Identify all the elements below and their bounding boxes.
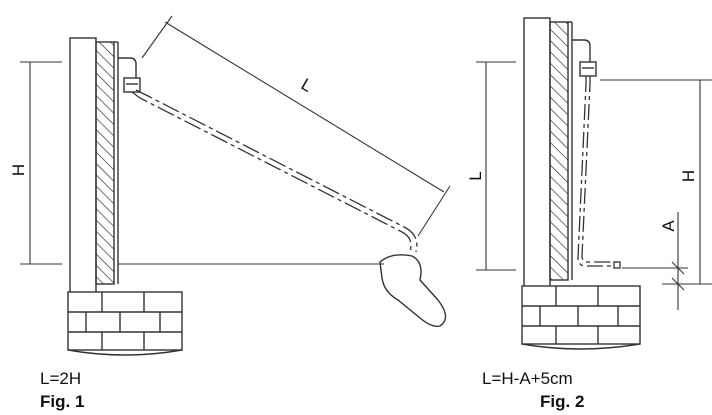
- fig2-caption: Fig. 2: [540, 392, 585, 411]
- fig2-valve: [572, 39, 597, 77]
- fig1-wall: [69, 37, 119, 297]
- fig1-valve: [118, 57, 141, 93]
- fig1-dimension-l: [141, 15, 451, 237]
- fig2-dimension-h: [600, 79, 712, 285]
- fig1-brick-base: [67, 291, 183, 356]
- fig1-formula: L=2H: [40, 369, 82, 388]
- fig2-a-label: A: [659, 220, 678, 232]
- figure-2: L H A: [466, 17, 712, 350]
- fig1-caption: Fig. 1: [40, 392, 85, 411]
- fig1-l-label: L: [298, 75, 316, 96]
- fig1-tank: [379, 254, 447, 328]
- fig2-brick-base: [521, 285, 641, 350]
- fig2-h-label: H: [679, 170, 698, 182]
- fig2-dimension-a: [622, 212, 688, 310]
- fig1-hose: [131, 89, 418, 253]
- fig2-l-label: L: [466, 171, 485, 180]
- fig1-h-label: H: [9, 164, 28, 176]
- fig1-dimension-h: [20, 61, 384, 265]
- fig2-wall: [523, 17, 573, 289]
- fig2-hose: [577, 76, 621, 269]
- fig2-formula: L=H-A+5cm: [482, 369, 573, 388]
- figure-1: H L: [9, 15, 451, 356]
- fig2-dimension-l: [476, 61, 516, 271]
